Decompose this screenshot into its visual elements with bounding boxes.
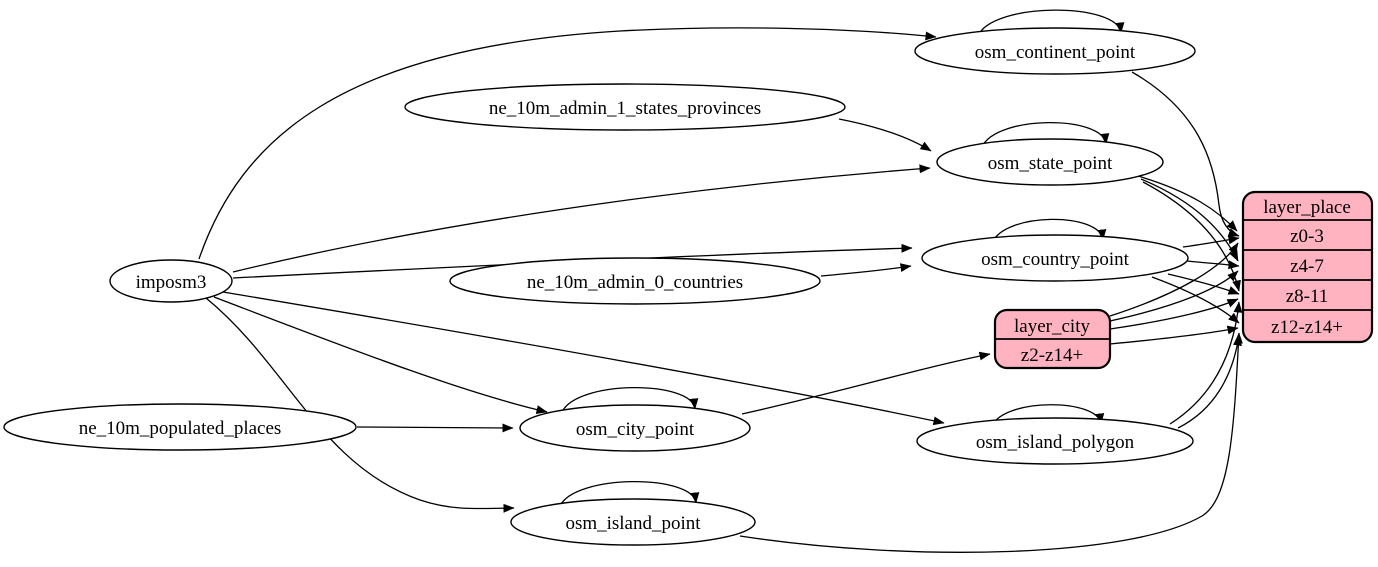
edge-osm-country-point-to-z12-z14 xyxy=(1151,276,1240,324)
node-osm-city-point: osm_city_point xyxy=(519,404,751,452)
node-osm-island-polygon: osm_island_polygon xyxy=(916,417,1194,465)
record-layer-place-shape xyxy=(1241,190,1374,344)
edge-ne10m-populated-to-osm-city-point xyxy=(356,423,514,433)
record-layer-place-row-z0-3: z0-3 xyxy=(1290,226,1324,247)
edge-osm-country-point-to-z8-11 xyxy=(1167,273,1240,295)
node-osm-state-shape xyxy=(936,138,1164,186)
self-loop-osm-island-polygon xyxy=(991,404,1105,427)
node-osm-island-point-label: osm_island_point xyxy=(565,513,701,534)
node-osm-state-label: osm_state_point xyxy=(988,153,1113,174)
node-osm-continent-shape xyxy=(914,27,1196,75)
edge-osm-city-point-to-layer-city xyxy=(741,351,991,415)
edge-imposm3-to-osm-continent-point xyxy=(198,27,937,260)
edge-osm-state-point-to-z0-3 xyxy=(1137,175,1238,232)
node-osm-continent-label: osm_continent_point xyxy=(975,42,1136,63)
edge-ne10m-admin1-to-osm-state-point xyxy=(838,118,932,152)
node-osm-city-shape xyxy=(519,404,751,452)
edge-osm-island-polygon-to-z12-z14 xyxy=(1177,334,1242,429)
node-osm-island-polygon-label: osm_island_polygon xyxy=(976,432,1135,453)
self-loop-layer xyxy=(559,9,1125,507)
node-osm-state-point: osm_state_point xyxy=(936,138,1164,186)
edge-imposm3-to-osm-state-point xyxy=(232,164,931,273)
record-layer-place-row-z4-7: z4-7 xyxy=(1290,256,1324,277)
node-osm-country-shape xyxy=(921,234,1189,282)
node-osm-continent-point: osm_continent_point xyxy=(914,27,1196,75)
record-layer-place-title: layer_place xyxy=(1263,197,1351,218)
self-loop-osm-continent-point xyxy=(977,9,1125,37)
edge-imposm3-to-osm-city-point xyxy=(213,296,548,414)
record-layer-city-row-z2-z14: z2-z14+ xyxy=(1021,345,1083,366)
edge-layer-city-to-z0-3 xyxy=(1109,242,1239,317)
node-osm-city-label: osm_city_point xyxy=(576,419,695,440)
node-imposm3-label: imposm3 xyxy=(136,272,207,293)
edge-ne10m-admin0-to-osm-country-point xyxy=(820,263,912,277)
node-osm-island-polygon-shape xyxy=(916,417,1194,465)
node-ne10m-admin1-shape xyxy=(404,83,846,131)
edge-osm-country-point-to-z4-7 xyxy=(1186,260,1240,270)
node-osm-country-point: osm_country_point xyxy=(921,234,1189,282)
edge-osm-country-point-to-z0-3 xyxy=(1182,235,1240,248)
edge-layer xyxy=(198,27,1243,553)
edge-osm-state-point-to-z8-11 xyxy=(1142,181,1241,292)
edge-layer-city-to-z8-11 xyxy=(1109,298,1239,330)
edge-osm-island-point-to-z12-z14 xyxy=(739,332,1243,553)
self-loop-osm-country-point xyxy=(991,218,1107,244)
record-layer-city-title: layer_city xyxy=(1014,316,1090,337)
node-ne10m-admin0-countries: ne_10m_admin_0_countries xyxy=(449,257,821,305)
node-osm-island-point: osm_island_point xyxy=(510,498,756,546)
node-imposm3-shape xyxy=(109,259,233,303)
edge-layer-city-to-z4-7 xyxy=(1109,270,1239,322)
record-layer-place: layer_place z0-3 z4-7 z8-11 z12-z14+ xyxy=(1241,190,1374,344)
node-ne10m-populated-label: ne_10m_populated_places xyxy=(79,418,282,439)
self-loop-osm-city-point xyxy=(561,386,699,413)
edge-imposm3-to-osm-island-point xyxy=(205,297,515,513)
node-ne10m-populated-places: ne_10m_populated_places xyxy=(3,403,357,451)
node-osm-country-label: osm_country_point xyxy=(981,249,1129,270)
node-imposm3: imposm3 xyxy=(109,259,233,303)
edge-layer-city-to-z12-z14 xyxy=(1109,325,1239,345)
record-layer-place-row-z8-11: z8-11 xyxy=(1286,286,1329,307)
record-layer-place-row-z12-z14: z12-z14+ xyxy=(1271,317,1343,338)
edge-imposm3-to-osm-island-polygon xyxy=(222,291,945,426)
self-loop-osm-state-point xyxy=(981,121,1110,148)
edge-osm-island-polygon-to-z8-11 xyxy=(1169,301,1243,425)
node-osm-island-point-shape xyxy=(510,498,756,546)
record-layer-city: layer_city z2-z14+ xyxy=(993,308,1112,370)
node-ne10m-admin0-label: ne_10m_admin_0_countries xyxy=(527,272,743,293)
node-ne10m-admin1-label: ne_10m_admin_1_states_provinces xyxy=(489,98,761,119)
node-ne10m-admin0-shape xyxy=(449,257,821,305)
node-ne10m-admin1-states-provinces: ne_10m_admin_1_states_provinces xyxy=(404,83,846,131)
node-ne10m-populated-shape xyxy=(3,403,357,451)
self-loop-osm-island-point xyxy=(559,480,700,507)
